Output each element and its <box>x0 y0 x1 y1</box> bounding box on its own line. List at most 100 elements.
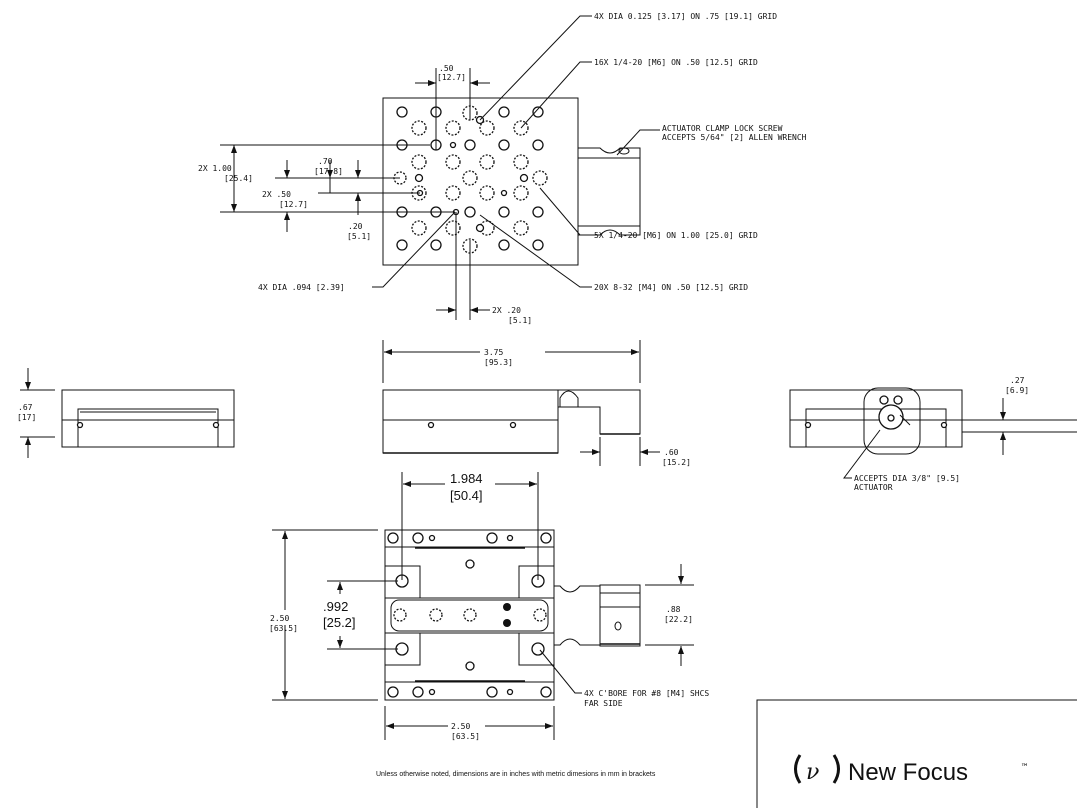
drawing-line <box>578 147 641 236</box>
bottom-view: 1.984[50.4] 2.50[63.5] .992[25.2] 2.50[6… <box>269 471 709 741</box>
m6-hole <box>532 170 548 186</box>
cbore-hole <box>540 686 552 698</box>
drawing-line <box>427 421 435 429</box>
alignment-hole <box>519 173 529 183</box>
drawing-line <box>509 421 517 429</box>
drawing-line <box>479 214 592 288</box>
dimension-label: ACTUATOR CLAMP LOCK SCREW <box>662 124 783 133</box>
drawing-line <box>539 187 592 236</box>
dimension-label: .70 <box>318 157 333 166</box>
drawing-line <box>558 389 641 435</box>
dimension-label: [17] <box>17 413 36 422</box>
alignment-hole <box>475 223 485 233</box>
top-view: 4X DIA 0.125 [3.17] ON .75 [19.1] GRID 1… <box>198 12 807 325</box>
dimension-label: 3.75 <box>484 348 503 357</box>
dimension-label: .60 <box>664 448 679 457</box>
dimension-label: [17.8] <box>314 167 343 176</box>
drawing-line <box>77 408 219 447</box>
m6-hole <box>445 154 461 170</box>
top-plate <box>382 97 579 266</box>
drawing-line <box>465 661 475 671</box>
bottom-holes <box>387 532 552 698</box>
small-hole <box>506 688 514 696</box>
cbore-hole <box>387 532 399 544</box>
m4-hole <box>532 106 544 118</box>
m6-hole <box>445 185 461 201</box>
drawing-line <box>212 421 220 429</box>
drawing-line <box>893 395 903 405</box>
drawing-line <box>390 599 549 632</box>
dimension-label: [25.4] <box>224 174 253 183</box>
cbore-hole <box>412 686 424 698</box>
alignment-hole <box>414 173 424 183</box>
dimension-label: .50 <box>439 64 454 73</box>
m6-hole <box>479 154 495 170</box>
drawing-line <box>887 414 895 422</box>
dowel-hole <box>449 141 457 149</box>
drawing-line <box>76 421 84 429</box>
dimension-label: ACCEPTS DIA 3/8" [9.5] <box>854 474 960 483</box>
dimension-label: 4X C'BORE FOR #8 [M4] SHCS <box>584 689 709 698</box>
m6-hole <box>513 220 529 236</box>
dimension-label: [22.2] <box>664 615 693 624</box>
m6-hole <box>445 220 461 236</box>
drawing-line <box>503 619 511 627</box>
drawing-line <box>879 395 889 405</box>
m4-hole <box>532 239 544 251</box>
dimension-label: 2X .20 <box>492 306 521 315</box>
dimension-label: 16X 1/4-20 [M6] ON .50 [12.5] GRID <box>594 58 758 67</box>
dimension-label: ACCEPTS 5/64" [2] ALLEN WRENCH <box>662 133 807 142</box>
dimension-label: 20X 8-32 [M4] ON .50 [12.5] GRID <box>594 283 748 292</box>
dimension-label: [5.1] <box>508 316 532 325</box>
dimension-label: [5.1] <box>347 232 371 241</box>
dimension-label: ACTUATOR <box>854 483 893 492</box>
dimension-label: [15.2] <box>662 458 691 467</box>
m6-hole <box>393 608 407 622</box>
cbore-hole <box>540 532 552 544</box>
cbore-hole <box>486 532 498 544</box>
m6-hole <box>513 185 529 201</box>
m6-hole <box>411 220 427 236</box>
drawing-line <box>559 390 579 407</box>
m4-hole <box>464 206 476 218</box>
m6-hole <box>513 154 529 170</box>
m6-hole <box>411 154 427 170</box>
dimension-label: [6.9] <box>1005 386 1029 395</box>
dimension-label: .88 <box>666 605 681 614</box>
drawing-line <box>520 61 592 129</box>
dimension-label: FAR SIDE <box>584 699 623 708</box>
m4-hole <box>396 239 408 251</box>
m4-hole <box>498 106 510 118</box>
top-hole-grid <box>393 105 548 254</box>
drawing-line <box>479 15 592 121</box>
dimension-label: 2.50 <box>451 722 470 731</box>
drawing-line <box>382 389 559 454</box>
cbore-hole <box>486 686 498 698</box>
dimension-label: 4X DIA 0.125 [3.17] ON .75 [19.1] GRID <box>594 12 777 21</box>
m6-hole <box>462 170 478 186</box>
m6-hole <box>463 608 477 622</box>
m4-hole <box>498 206 510 218</box>
m4-hole <box>498 239 510 251</box>
dimension-label: [25.2] <box>323 615 356 630</box>
drawing-line <box>599 584 641 647</box>
small-hole <box>428 688 436 696</box>
dimension-label: [63.5] <box>451 732 480 741</box>
drawing-line <box>843 429 881 479</box>
m6-hole <box>479 185 495 201</box>
dimension-label: 2X .50 <box>262 190 291 199</box>
dimension-label: ™ <box>1021 763 1027 773</box>
drawing-line <box>756 699 1077 808</box>
drawing-line <box>372 211 456 288</box>
dimension-label: 2X 1.00 <box>198 164 232 173</box>
drawing-line <box>384 597 555 634</box>
drawing-line <box>863 387 921 455</box>
m6-hole <box>411 120 427 136</box>
dimension-label: [63.5] <box>269 624 298 633</box>
small-hole <box>428 534 436 542</box>
right-side-view: .27[6.9] ACCEPTS DIA 3/8" [9.5] ACTUATOR <box>789 376 1077 492</box>
dimension-label: 2.50 <box>270 614 289 623</box>
drawing-line <box>614 621 622 631</box>
